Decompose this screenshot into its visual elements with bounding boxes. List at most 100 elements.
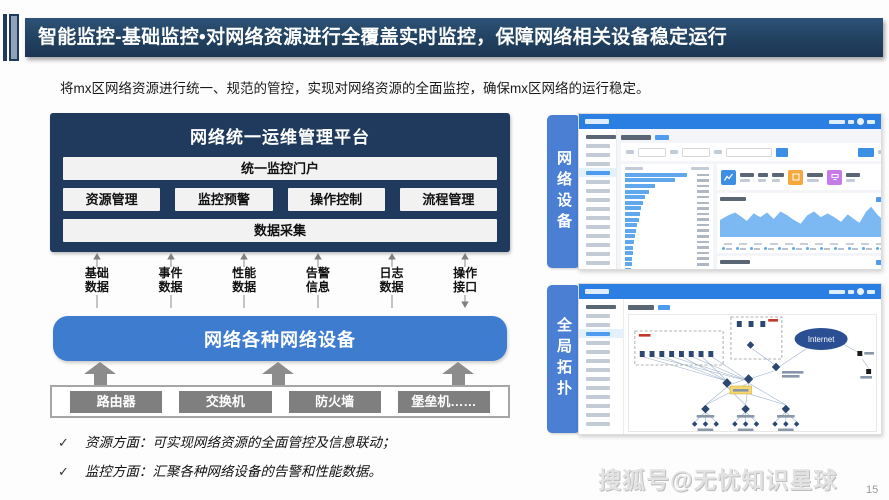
topology-header	[579, 284, 881, 299]
skeleton-bar	[586, 152, 610, 157]
big-arrow-row	[50, 361, 510, 385]
flow-performance-data: 性能数据	[207, 253, 281, 316]
skeleton-bar	[586, 421, 610, 426]
filter-input	[638, 147, 666, 157]
toggle-button	[776, 147, 788, 157]
flow-operation-interface: 操作接口	[428, 253, 502, 316]
skeleton-bar	[586, 188, 610, 193]
skeleton-bar	[586, 322, 610, 327]
avatar	[857, 118, 864, 125]
logo	[585, 119, 609, 124]
line-chart-icon	[721, 169, 736, 185]
breadcrumb	[628, 302, 877, 312]
network-node-icon	[702, 420, 709, 428]
list-item	[625, 228, 709, 234]
skeleton-bar	[586, 394, 610, 399]
area-chart	[720, 266, 882, 270]
sidebar-item	[579, 338, 623, 347]
second-chart-card	[717, 256, 882, 270]
module-operation-control: 操作控制	[287, 188, 385, 211]
title-accent-bar-inner	[9, 14, 19, 61]
list-item	[625, 194, 709, 200]
module-process-mgmt: 流程管理	[399, 188, 497, 211]
skeleton-bar	[586, 224, 610, 229]
sidebar-item	[579, 311, 623, 320]
dashboard-screenshot	[578, 113, 882, 270]
skeleton-bar	[586, 403, 610, 408]
down-arrow-icon	[461, 294, 469, 308]
avatar	[857, 288, 864, 295]
slide-subtitle: 将mx区网络资源进行统一、规范的管控，实现对网络资源的全面监控，确保mx区网络的…	[60, 81, 650, 96]
bullet-list: ✓ 资源方面：可实现网络资源的全面管控及信息联动； ✓ 监控方面：汇聚各种网络设…	[50, 431, 510, 480]
skeleton-bar	[586, 260, 610, 265]
sidebar-item	[579, 177, 616, 186]
up-arrow-icon	[166, 253, 175, 267]
architecture-diagram: 网络统一运维管理平台 统一监控门户 资源管理 监控预警 操作控制 流程管理 数据…	[50, 113, 510, 489]
network-node-icon	[740, 404, 751, 414]
skeleton-bar	[586, 358, 610, 363]
filter-bar	[621, 143, 881, 161]
panel-label-network-devices: 网络设备	[547, 115, 580, 268]
page-number: 15	[866, 484, 879, 496]
network-node-icon	[691, 420, 698, 428]
list-item	[625, 250, 709, 256]
skeleton-bar	[586, 143, 610, 148]
bullet-resource: ✓ 资源方面：可实现网络资源的全面管控及信息联动；	[58, 435, 396, 450]
alert-icon	[788, 169, 803, 185]
network-node-icon	[781, 404, 791, 414]
device-router: 路由器	[70, 390, 163, 413]
logo	[585, 289, 609, 294]
sidebar-item	[579, 329, 623, 338]
watermark: 搜狐号@无忧知识星球	[598, 467, 838, 493]
skeleton-bar	[586, 233, 610, 238]
sidebar-item	[579, 204, 616, 213]
list-item	[625, 172, 709, 178]
network-node-icon	[742, 420, 749, 428]
up-arrow-icon	[314, 253, 322, 267]
topology-map: Internet	[634, 316, 875, 432]
list-item	[625, 183, 709, 189]
portal-bar: 统一监控门户	[63, 157, 497, 180]
platform-title: 网络统一运维管理平台	[190, 128, 370, 147]
list-item	[625, 262, 709, 268]
traffic-chart-card	[717, 193, 881, 253]
sidebar-item	[579, 374, 623, 383]
data-flow-row: 基础数据 事件数据 性能数据 告警信息 日志数据 操作接口	[50, 252, 510, 316]
skeleton-bar	[586, 134, 616, 139]
device-firewall: 防火墙	[288, 390, 381, 413]
stat-cards	[717, 164, 881, 190]
list-item	[625, 222, 709, 228]
sidebar-item	[579, 213, 616, 222]
sidebar-item	[579, 231, 616, 240]
slide-title: 智能监控-基础监控•对网络资源进行全覆盖实时监控，保障网络相关设备稳定运行	[25, 18, 883, 57]
line-icon	[170, 294, 171, 308]
panel-label-global-topology: 全局拓扑	[547, 285, 580, 433]
chart-legend	[720, 245, 881, 251]
list-item	[625, 256, 709, 262]
sidebar-item	[579, 410, 623, 419]
sidebar-item	[579, 392, 623, 401]
topology-canvas: Internet	[628, 314, 877, 432]
sidebar-item	[579, 168, 616, 177]
sidebar-item	[579, 222, 616, 231]
topology-sidebar	[579, 299, 624, 434]
up-arrow-icon	[240, 253, 248, 267]
sidebar-item	[579, 240, 616, 249]
sidebar-item	[579, 383, 623, 392]
line-icon	[317, 294, 319, 308]
flow-log-data: 日志数据	[355, 253, 429, 316]
skeleton-bar	[586, 170, 610, 175]
skeleton-bar	[586, 304, 616, 309]
network-node-icon	[793, 420, 800, 428]
bullet-monitor: ✓ 监控方面：汇聚各种网络设备的告警和性能数据。	[58, 464, 382, 479]
filter-input	[682, 147, 710, 157]
network-node-icon	[731, 420, 739, 428]
breadcrumb	[621, 132, 881, 142]
list-item	[625, 239, 709, 245]
dashboard-content	[617, 129, 882, 270]
skeleton-bar	[586, 242, 610, 247]
list-item	[625, 200, 709, 206]
sidebar-item	[579, 132, 616, 141]
list-item	[625, 245, 709, 251]
title-accent-bar-outer	[3, 14, 7, 61]
